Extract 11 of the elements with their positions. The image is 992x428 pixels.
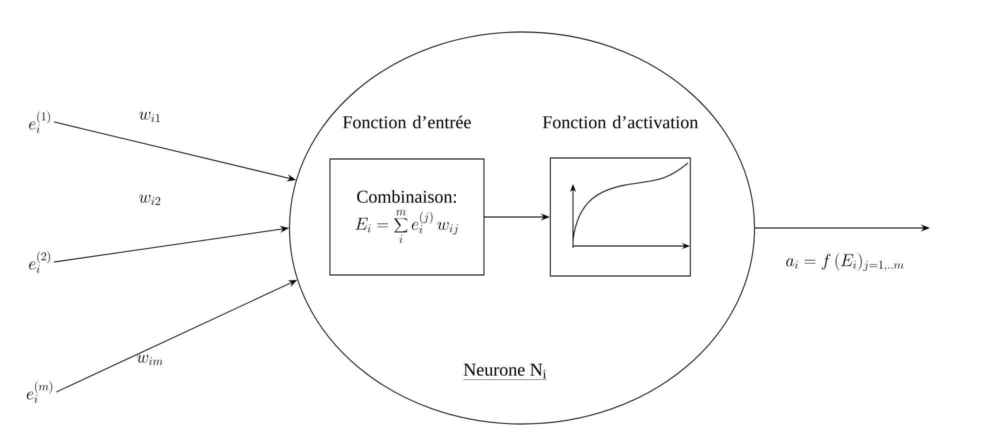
edge-label: $w_{i2}$: [139, 194, 160, 206]
input-symbol: $e_i^{(1)}$: [29, 111, 50, 133]
edge-label: $w_{i1}$: [139, 112, 160, 122]
input-symbol: $e_i^{(m)}$: [26, 381, 52, 403]
edge-label: $w_{im}$: [137, 354, 163, 366]
neuron-name: Neurone N$_{i}$: [463, 364, 547, 380]
heading: Fonction d’entrée: [342, 116, 471, 128]
function-box: Combinaison: $E_i=\sum_{i}^{m} e_i^{(j)}\, w_{ij}$: [329, 158, 484, 276]
edge-label: $a_i = f\,(E_i)_{j=1,..m}$: [786, 253, 904, 272]
heading: Fonction d’activation: [542, 116, 698, 128]
input-symbol: $e_i^{(2)}$: [29, 251, 50, 273]
